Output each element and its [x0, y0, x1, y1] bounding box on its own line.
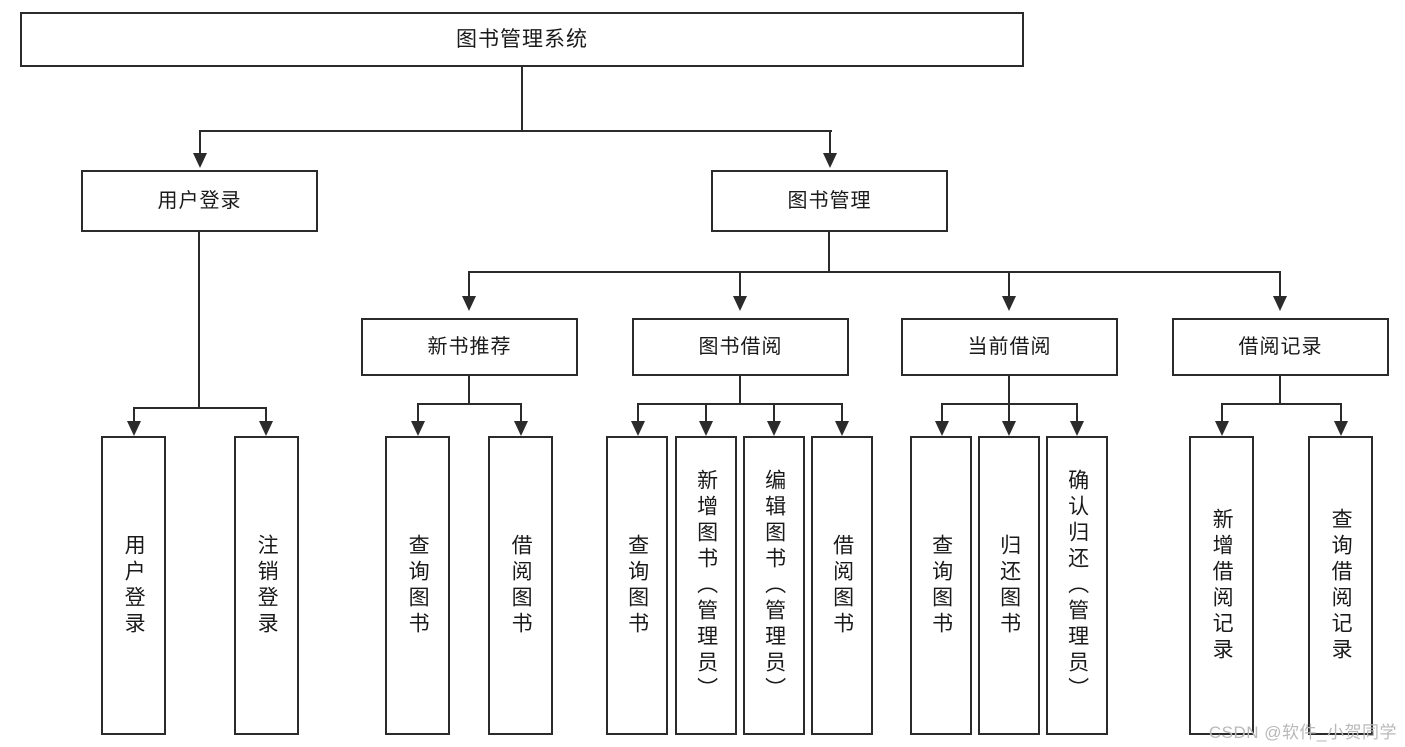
- connector-borrow-to-leaf-2: [705, 403, 707, 424]
- node-label: 新书推荐: [427, 336, 512, 358]
- node-user-login[interactable]: 用户登录: [81, 170, 318, 232]
- node-new-book-recommend[interactable]: 新书推荐: [361, 318, 578, 376]
- arrow-new-books-to-leaf-1: [411, 421, 425, 436]
- connector-new-books-bar: [417, 403, 521, 405]
- arrow-root-to-user-login: [193, 153, 207, 168]
- node-label: 查询图书: [406, 533, 430, 638]
- arrow-book-mgmt-to-current: [1002, 296, 1016, 311]
- leaf-borrow-books-newbooks[interactable]: 借阅图书: [488, 436, 553, 735]
- connector-borrow-to-leaf-1: [637, 403, 639, 424]
- node-label: 查询图书: [929, 533, 953, 638]
- connector-borrow-stem: [739, 376, 741, 405]
- connector-root-bar: [199, 130, 832, 132]
- arrow-book-mgmt-to-new-books: [462, 296, 476, 311]
- leaf-logout[interactable]: 注销登录: [234, 436, 299, 735]
- connector-user-login-stem: [198, 232, 200, 409]
- node-label: 查询图书: [625, 533, 649, 638]
- connector-root-to-book-mgmt: [829, 130, 831, 155]
- arrow-borrow-to-leaf-1: [631, 421, 645, 436]
- node-label: 新增图书（管理员）: [694, 468, 718, 703]
- node-book-borrow[interactable]: 图书借阅: [632, 318, 849, 376]
- node-book-management[interactable]: 图书管理: [711, 170, 948, 232]
- connector-current-to-leaf-1: [941, 403, 943, 424]
- connector-new-books-to-leaf-1: [417, 403, 419, 424]
- node-label: 图书管理系统: [456, 27, 588, 51]
- node-label: 图书借阅: [698, 336, 783, 358]
- connector-book-mgmt-to-current: [1008, 271, 1010, 298]
- connector-new-books-stem: [468, 376, 470, 405]
- arrow-current-to-leaf-1: [935, 421, 949, 436]
- leaf-confirm-return-admin[interactable]: 确认归还（管理员）: [1046, 436, 1108, 735]
- connector-root-stem: [521, 67, 523, 130]
- leaf-add-borrow-record[interactable]: 新增借阅记录: [1189, 436, 1254, 735]
- connector-records-stem: [1279, 376, 1281, 405]
- node-label: 查询借阅记录: [1329, 507, 1353, 664]
- node-label: 新增借阅记录: [1210, 507, 1234, 664]
- connector-new-books-to-leaf-2: [520, 403, 522, 424]
- arrow-borrow-to-leaf-3: [767, 421, 781, 436]
- node-label: 借阅记录: [1238, 336, 1323, 358]
- leaf-edit-book-admin[interactable]: 编辑图书（管理员）: [743, 436, 805, 735]
- node-label: 当前借阅: [967, 336, 1052, 358]
- arrow-borrow-to-leaf-2: [699, 421, 713, 436]
- connector-book-mgmt-bar: [468, 271, 1280, 273]
- node-label: 编辑图书（管理员）: [762, 468, 786, 703]
- arrow-current-to-leaf-3: [1070, 421, 1084, 436]
- connector-current-stem: [1008, 376, 1010, 405]
- leaf-add-book-admin[interactable]: 新增图书（管理员）: [675, 436, 737, 735]
- node-label: 用户登录: [157, 190, 242, 212]
- connector-borrow-bar: [637, 403, 843, 405]
- arrow-records-to-leaf-1: [1215, 421, 1229, 436]
- connector-borrow-to-leaf-4: [841, 403, 843, 424]
- arrow-records-to-leaf-2: [1334, 421, 1348, 436]
- arrow-user-login-to-leaf-1: [127, 421, 141, 436]
- connector-user-login-to-leaf-1: [133, 407, 135, 424]
- connector-root-to-user-login: [199, 130, 201, 155]
- connector-records-to-leaf-2: [1340, 403, 1342, 424]
- node-borrow-records[interactable]: 借阅记录: [1172, 318, 1389, 376]
- connector-records-bar: [1221, 403, 1341, 405]
- connector-user-login-to-leaf-2: [265, 407, 267, 424]
- node-label: 图书管理: [787, 190, 872, 212]
- connector-book-mgmt-to-borrow: [739, 271, 741, 298]
- leaf-query-books-borrow[interactable]: 查询图书: [606, 436, 668, 735]
- node-current-borrow[interactable]: 当前借阅: [901, 318, 1118, 376]
- node-label: 归还图书: [997, 533, 1021, 638]
- node-root-library-system[interactable]: 图书管理系统: [20, 12, 1024, 67]
- arrow-current-to-leaf-2: [1002, 421, 1016, 436]
- connector-book-mgmt-stem: [828, 232, 830, 273]
- connector-user-login-bar: [133, 407, 266, 409]
- arrow-borrow-to-leaf-4: [835, 421, 849, 436]
- arrow-root-to-book-mgmt: [823, 153, 837, 168]
- connector-borrow-to-leaf-3: [773, 403, 775, 424]
- leaf-user-login[interactable]: 用户登录: [101, 436, 166, 735]
- connector-current-to-leaf-3: [1076, 403, 1078, 424]
- node-label: 注销登录: [255, 533, 279, 638]
- node-label: 借阅图书: [509, 533, 533, 638]
- arrow-book-mgmt-to-records: [1273, 296, 1287, 311]
- node-label: 用户登录: [122, 533, 146, 638]
- leaf-return-books[interactable]: 归还图书: [978, 436, 1040, 735]
- leaf-query-borrow-record[interactable]: 查询借阅记录: [1308, 436, 1373, 735]
- leaf-query-books-current[interactable]: 查询图书: [910, 436, 972, 735]
- connector-book-mgmt-to-new-books: [468, 271, 470, 298]
- connector-current-to-leaf-2: [1008, 403, 1010, 424]
- node-label: 借阅图书: [830, 533, 854, 638]
- connector-records-to-leaf-1: [1221, 403, 1223, 424]
- node-label: 确认归还（管理员）: [1065, 468, 1089, 703]
- leaf-query-books-newbooks[interactable]: 查询图书: [385, 436, 450, 735]
- arrow-new-books-to-leaf-2: [514, 421, 528, 436]
- leaf-borrow-books-borrow[interactable]: 借阅图书: [811, 436, 873, 735]
- arrow-user-login-to-leaf-2: [259, 421, 273, 436]
- connector-book-mgmt-to-records: [1279, 271, 1281, 298]
- arrow-book-mgmt-to-borrow: [733, 296, 747, 311]
